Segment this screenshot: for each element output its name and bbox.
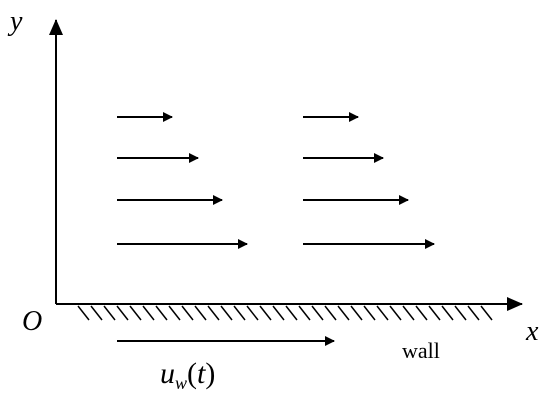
- velocity-profile-left: [117, 112, 248, 249]
- hatch-mark: [129, 305, 142, 321]
- velocity-argument: t: [197, 357, 206, 390]
- wall-hatching: [77, 305, 493, 321]
- wall-label: wall: [402, 338, 440, 363]
- hatch-mark: [298, 305, 311, 321]
- hatch-mark: [467, 305, 480, 321]
- hatch-mark: [142, 305, 155, 321]
- hatch-mark: [259, 305, 272, 321]
- origin-label: O: [22, 306, 42, 337]
- hatch-mark: [246, 305, 259, 321]
- hatch-mark: [233, 305, 246, 321]
- hatch-mark: [220, 305, 233, 321]
- velocity-close-paren: ): [205, 357, 215, 390]
- hatch-mark: [90, 305, 103, 321]
- wall-velocity-label: uw(t): [160, 357, 215, 393]
- hatch-mark: [389, 305, 402, 321]
- x-axis-label: x: [525, 316, 539, 347]
- velocity-profile-right: [303, 112, 435, 249]
- hatch-mark: [272, 305, 285, 321]
- hatch-mark: [337, 305, 350, 321]
- hatch-mark: [168, 305, 181, 321]
- hatch-mark: [77, 305, 90, 321]
- hatch-mark: [155, 305, 168, 321]
- hatch-mark: [454, 305, 467, 321]
- velocity-symbol: u: [160, 357, 175, 390]
- hatch-mark: [116, 305, 129, 321]
- velocity-subscript: w: [175, 373, 187, 393]
- hatch-mark: [376, 305, 389, 321]
- hatch-mark: [480, 305, 493, 321]
- hatch-mark: [207, 305, 220, 321]
- hatch-mark: [415, 305, 428, 321]
- hatch-mark: [441, 305, 454, 321]
- hatch-mark: [363, 305, 376, 321]
- velocity-open-paren: (: [187, 357, 197, 390]
- hatch-mark: [285, 305, 298, 321]
- hatch-mark: [311, 305, 324, 321]
- hatch-mark: [428, 305, 441, 321]
- hatch-mark: [350, 305, 363, 321]
- hatch-mark: [103, 305, 116, 321]
- hatch-mark: [324, 305, 337, 321]
- hatch-mark: [402, 305, 415, 321]
- hatch-mark: [181, 305, 194, 321]
- hatch-mark: [194, 305, 207, 321]
- y-axis-label: y: [7, 6, 23, 37]
